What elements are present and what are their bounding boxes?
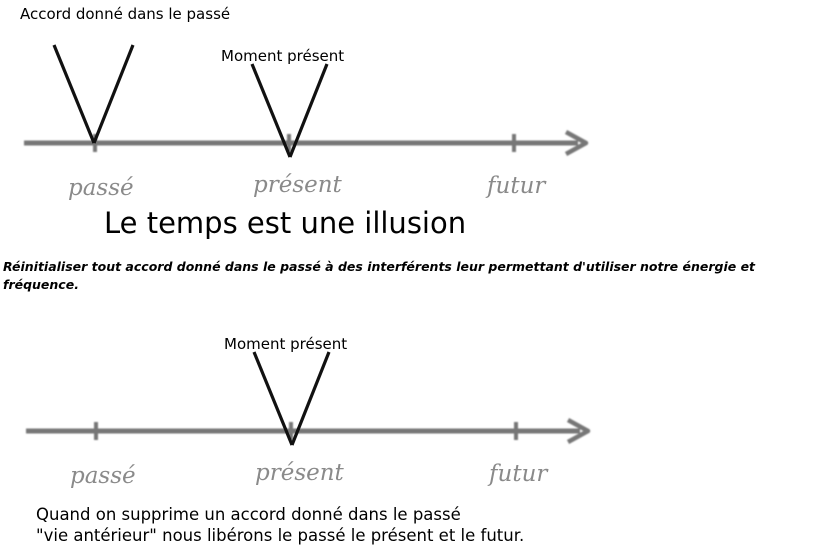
bottom-timeline <box>26 418 591 444</box>
past-agreement-label: Accord donné dans le passé <box>20 5 231 23</box>
present-moment-label-top: Moment présent <box>221 47 345 65</box>
diagram-title: Le temps est une illusion <box>104 206 467 240</box>
timeline-arrowhead <box>566 418 591 444</box>
timeline-arrowhead <box>564 130 589 156</box>
bottom-present-marker <box>252 351 331 446</box>
instruction-text: Réinitialiser tout accord donné dans le … <box>3 259 756 292</box>
timeline-label-present: présent <box>255 460 345 486</box>
caption: Quand on supprime un accord donné dans l… <box>36 504 636 546</box>
timeline-label-present: présent <box>253 172 343 198</box>
timeline-label-future: futur <box>487 461 549 487</box>
top-past-agreement-marker <box>52 44 135 144</box>
caption-line-1: Quand on supprime un accord donné dans l… <box>36 505 461 524</box>
timeline-label-past: passé <box>70 463 136 489</box>
caption-line-2: "vie antérieur" nous libérons le passé l… <box>36 526 525 545</box>
top-present-marker <box>250 63 329 158</box>
timeline-label-future: futur <box>485 173 547 199</box>
present-moment-label-bottom: Moment présent <box>224 335 348 353</box>
top-timeline <box>24 130 589 156</box>
timeline-label-past: passé <box>68 175 134 201</box>
